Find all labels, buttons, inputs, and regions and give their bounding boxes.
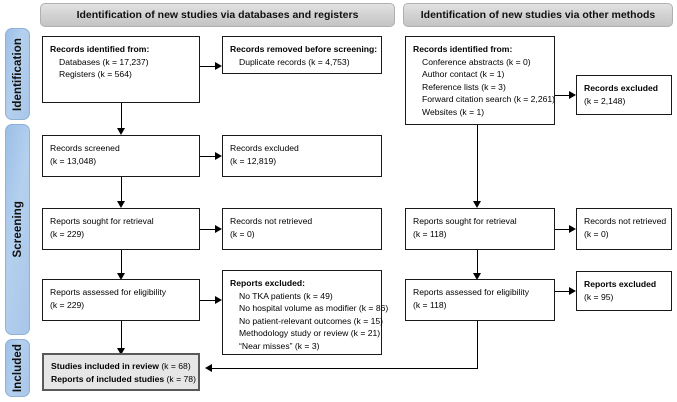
- box-records-identified-databases-title: Records identified from:: [50, 44, 150, 54]
- box-records-identified-other-item: Forward citation search (k = 2,261): [422, 94, 556, 105]
- box-reports-assessed-databases: Reports assessed for eligibility (k = 22…: [42, 279, 200, 321]
- connector-other-sought-to-not-retrieved: [555, 229, 569, 230]
- connector-identified-to-screened: [121, 103, 122, 128]
- arrowhead-other-identified-to-sought: [473, 201, 481, 208]
- box-reports-excluded-reason: No patient-relevant outcomes (k = 15): [239, 315, 384, 326]
- connector-assessed-to-excluded: [200, 300, 215, 301]
- phase-tab-screening: Screening: [5, 124, 30, 335]
- box-records-identified-databases-item: Databases (k = 17,237): [59, 56, 149, 67]
- arrowhead-identified-to-screened: [117, 128, 125, 135]
- box-reports-sought-databases-count: (k = 229): [50, 228, 85, 239]
- box-records-screened-title: Records screened: [50, 143, 120, 153]
- box-reports-sought-databases: Reports sought for retrieval (k = 229): [42, 208, 200, 250]
- connector-other-sought-to-assessed: [477, 250, 478, 273]
- box-studies-included-line1-label: Studies included in review: [51, 361, 159, 371]
- box-reports-excluded-reasons: Reports excluded: No TKA patients (k = 4…: [222, 270, 389, 355]
- phase-tab-identification-label: Identification: [11, 37, 24, 111]
- column-header-databases-label: Identification of new studies via databa…: [76, 9, 359, 21]
- box-reports-excluded-reason: Methodology study or review (k = 21): [239, 328, 381, 339]
- box-records-excluded-screening-title: Records excluded: [230, 143, 299, 153]
- column-header-databases: Identification of new studies via databa…: [40, 3, 395, 27]
- arrowhead-other-identified-to-excluded: [569, 91, 576, 99]
- box-records-excluded-screening-count: (k = 12,819): [230, 155, 277, 166]
- box-records-excluded-other-count: (k = 2,148): [584, 95, 626, 106]
- box-reports-assessed-other-count: (k = 118): [413, 299, 447, 310]
- box-records-screened-count: (k = 13,048): [50, 155, 97, 166]
- box-reports-excluded-other-count: (k = 95): [584, 291, 614, 302]
- column-header-other-methods-label: Identification of new studies via other …: [420, 9, 656, 21]
- box-records-identified-other-item: Websites (k = 1): [422, 106, 485, 117]
- box-records-not-retrieved-databases-title: Records not retrieved: [230, 216, 313, 226]
- box-records-identified-other: Records identified from: Conference abst…: [405, 36, 555, 125]
- box-reports-assessed-databases-title: Reports assessed for eligibility: [50, 287, 167, 297]
- box-records-identified-other-title: Records identified from:: [413, 44, 513, 54]
- box-studies-included-line2: Reports of included studies (k = 78): [51, 373, 196, 386]
- connector-identified-to-removed: [200, 66, 215, 67]
- phase-tab-identification: Identification: [5, 28, 30, 120]
- connector-other-to-included: [212, 368, 478, 369]
- box-reports-excluded-reason: No TKA patients (k = 49): [239, 290, 333, 301]
- box-records-identified-databases: Records identified from: Databases (k = …: [42, 36, 200, 103]
- box-reports-sought-other: Reports sought for retrieval (k = 118): [405, 208, 555, 250]
- arrowhead-sought-to-assessed: [117, 273, 125, 280]
- box-reports-excluded-reason: No hospital volume as modifier (k = 86): [239, 303, 389, 314]
- box-records-identified-other-item: Reference lists (k = 3): [422, 81, 506, 92]
- arrowhead-other-assessed-to-excluded: [569, 287, 576, 295]
- box-studies-included: Studies included in review (k = 68) Repo…: [42, 353, 200, 391]
- box-reports-excluded-reasons-title: Reports excluded:: [230, 278, 305, 288]
- box-records-identified-databases-item: Registers (k = 564): [59, 69, 132, 80]
- box-records-excluded-screening: Records excluded (k = 12,819): [222, 135, 382, 177]
- arrowhead-screened-to-excluded: [215, 152, 222, 160]
- phase-tab-included-label: Included: [11, 343, 24, 393]
- connector-sought-to-assessed: [121, 250, 122, 273]
- connector-other-assessed-to-excluded: [555, 291, 569, 292]
- box-studies-included-line1-count: (k = 68): [158, 361, 191, 371]
- box-reports-excluded-reason: “Near misses” (k = 3): [239, 340, 320, 351]
- box-records-excluded-other-title: Records excluded: [584, 83, 659, 93]
- connector-screened-to-sought: [121, 177, 122, 201]
- connector-screened-to-excluded: [200, 156, 215, 157]
- box-records-identified-other-item: Conference abstracts (k = 0): [422, 56, 531, 67]
- box-records-removed-item: Duplicate records (k = 4,753): [239, 56, 350, 67]
- arrowhead-assessed-to-excluded: [215, 296, 222, 304]
- box-reports-assessed-other: Reports assessed for eligibility (k = 11…: [405, 279, 555, 321]
- box-reports-excluded-other: Reports excluded (k = 95): [576, 271, 672, 311]
- phase-tab-screening-label: Screening: [11, 201, 24, 258]
- connector-sought-to-not-retrieved: [200, 229, 215, 230]
- box-reports-excluded-other-title: Reports excluded: [584, 279, 657, 289]
- box-records-identified-other-item: Author contact (k = 1): [422, 69, 505, 80]
- box-records-screened: Records screened (k = 13,048): [42, 135, 200, 177]
- column-header-other-methods: Identification of new studies via other …: [403, 3, 673, 27]
- box-records-removed-before-screening: Records removed before screening: Duplic…: [222, 36, 382, 74]
- arrowhead-screened-to-sought: [117, 201, 125, 208]
- phase-tab-included: Included: [5, 339, 30, 397]
- box-records-not-retrieved-other-count: (k = 0): [584, 228, 609, 239]
- connector-other-identified-to-excluded: [555, 95, 569, 96]
- connector-assessed-to-included: [121, 321, 122, 348]
- box-records-not-retrieved-databases-count: (k = 0): [230, 228, 255, 239]
- arrowhead-other-sought-to-assessed: [473, 273, 481, 280]
- box-reports-sought-other-count: (k = 118): [413, 228, 447, 239]
- box-studies-included-line1: Studies included in review (k = 68): [51, 360, 191, 373]
- box-reports-sought-databases-title: Reports sought for retrieval: [50, 216, 154, 226]
- arrowhead-other-to-included: [205, 364, 212, 372]
- box-records-not-retrieved-other: Records not retrieved (k = 0): [576, 208, 672, 250]
- box-reports-sought-other-title: Reports sought for retrieval: [413, 216, 517, 226]
- arrowhead-identified-to-removed: [215, 62, 222, 70]
- box-reports-assessed-databases-count: (k = 229): [50, 299, 85, 310]
- arrowhead-other-sought-to-not-retrieved: [569, 225, 576, 233]
- connector-other-assessed-down: [477, 321, 478, 368]
- box-records-not-retrieved-databases: Records not retrieved (k = 0): [222, 208, 382, 250]
- box-records-excluded-other: Records excluded (k = 2,148): [576, 75, 672, 115]
- box-records-not-retrieved-other-title: Records not retrieved: [584, 216, 667, 226]
- connector-other-identified-to-sought: [477, 125, 478, 201]
- box-reports-assessed-other-title: Reports assessed for eligibility: [413, 287, 530, 297]
- box-studies-included-line2-label: Reports of included studies: [51, 373, 165, 384]
- arrowhead-assessed-to-included: [117, 348, 125, 355]
- box-studies-included-line2-count: (k = 78): [164, 373, 196, 384]
- arrowhead-sought-to-not-retrieved: [215, 225, 222, 233]
- box-records-removed-title: Records removed before screening:: [230, 44, 378, 54]
